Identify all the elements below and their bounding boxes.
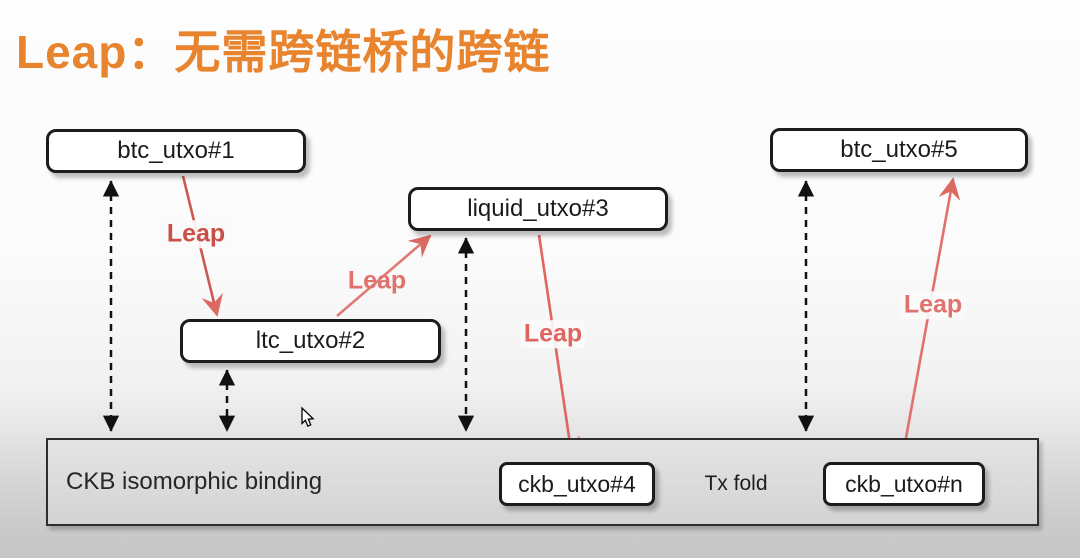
- node-liquid-utxo-3: liquid_utxo#3: [408, 187, 668, 231]
- leap-edge-label-3: Leap: [520, 320, 586, 348]
- leap-edge-label-1: Leap: [163, 220, 229, 248]
- node-btc-utxo-5-label: btc_utxo#5: [840, 136, 958, 163]
- node-ckb-utxo-n-label: ckb_utxo#n: [845, 470, 963, 497]
- leap-edge-label-4: Leap: [900, 291, 966, 319]
- node-btc-utxo-1-label: btc_utxo#1: [117, 137, 235, 164]
- node-ltc-utxo-2-label: ltc_utxo#2: [255, 327, 366, 354]
- node-ltc-utxo-2: ltc_utxo#2: [180, 319, 441, 363]
- page-title: Leap：无需跨链桥的跨链: [16, 26, 551, 78]
- node-btc-utxo-1: btc_utxo#1: [46, 129, 306, 173]
- mouse-cursor-icon: [301, 406, 315, 427]
- node-btc-utxo-5: btc_utxo#5: [770, 128, 1028, 172]
- leap-edge-label-2: Leap: [347, 266, 407, 295]
- leap-arrow-ckbn-to-btc5: [900, 177, 961, 461]
- node-liquid-utxo-3-label: liquid_utxo#3: [467, 195, 609, 222]
- ckb-binding-label: CKB isomorphic binding: [66, 468, 323, 495]
- node-ckb-utxo-4-label: ckb_utxo#4: [518, 470, 636, 497]
- tx-fold-label: Tx fold: [704, 472, 768, 495]
- node-ckb-utxo-n: ckb_utxo#n: [823, 462, 985, 506]
- node-ckb-utxo-4: ckb_utxo#4: [499, 462, 655, 506]
